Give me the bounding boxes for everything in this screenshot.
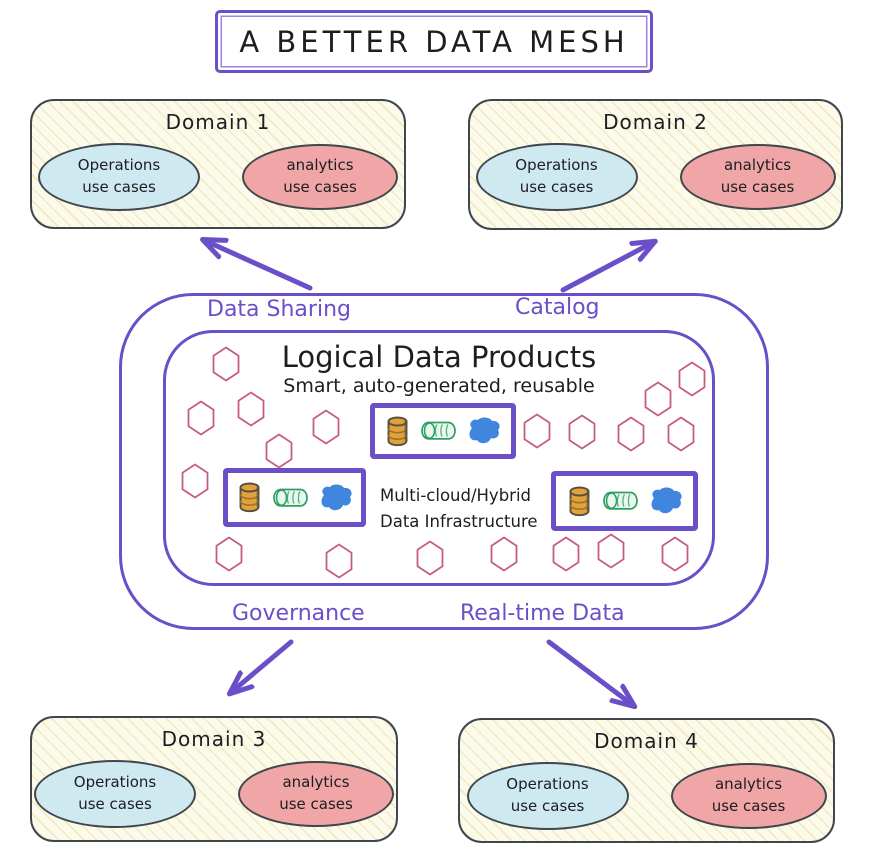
files-icon [420, 419, 457, 443]
domain-3-body: Operations use cases analytics use cases [32, 760, 396, 828]
hexagon-icon [186, 400, 216, 436]
hexagon-icon [489, 536, 519, 572]
operations-label-line1: Operations [73, 773, 157, 792]
hexagon-icon [551, 536, 581, 572]
blob-icon [466, 416, 502, 446]
arrow-to-domain-4 [546, 639, 630, 703]
diagram-title-box: A BETTER DATA MESH [215, 10, 653, 73]
hexagon-icon [567, 414, 597, 450]
analytics-use-cases-ellipse: analytics use cases [238, 761, 394, 827]
files-icon [602, 489, 639, 513]
hexagon-icon [324, 543, 354, 579]
analytics-label-line2: use cases [711, 797, 786, 815]
analytics-label-line2: use cases [720, 178, 795, 196]
hexagon-icon [415, 540, 445, 576]
diagram-title: A BETTER DATA MESH [239, 24, 629, 59]
operations-label-line2: use cases [82, 178, 156, 196]
catalog-label: Catalog [515, 295, 600, 320]
domain-3-title: Domain 3 [161, 727, 267, 751]
domain-1-card: Domain 1 Operations use cases analytics … [30, 99, 406, 229]
hexagon-icon [522, 413, 552, 449]
analytics-label-line1: analytics [286, 156, 354, 175]
domain-1-body: Operations use cases analytics use cases [32, 143, 404, 211]
hexagon-icon [660, 536, 690, 572]
operations-label-line2: use cases [510, 797, 585, 815]
logical-data-products-title: Logical Data Products [281, 340, 597, 374]
database-icon [566, 485, 593, 518]
operations-label-line2: use cases [519, 178, 594, 196]
analytics-use-cases-ellipse: analytics use cases [679, 144, 836, 210]
hexagon-icon [264, 433, 294, 469]
infrastructure-label: Multi-cloud/Hybrid Data Infrastructure [380, 483, 538, 534]
hexagon-icon [596, 533, 626, 569]
analytics-label-line1: analytics [723, 156, 792, 175]
domain-4-card: Domain 4 Operations use cases analytics … [458, 718, 835, 843]
operations-use-cases-ellipse: Operations use cases [38, 143, 200, 211]
domain-2-title: Domain 2 [603, 110, 708, 134]
files-icon [272, 486, 309, 510]
analytics-use-cases-ellipse: analytics use cases [242, 144, 398, 210]
arrow-to-domain-3 [234, 639, 294, 690]
analytics-use-cases-ellipse: analytics use cases [670, 763, 827, 829]
operations-label-line2: use cases [78, 795, 152, 813]
blob-icon [648, 486, 684, 516]
domain-2-card: Domain 2 Operations use cases analytics … [468, 99, 843, 230]
operations-use-cases-ellipse: Operations use cases [466, 762, 629, 830]
arrow-to-domain-1 [208, 242, 313, 291]
operations-label-line1: Operations [515, 156, 598, 175]
real-time-data-label: Real-time Data [460, 601, 625, 626]
arrow-to-domain-2 [560, 244, 650, 293]
infrastructure-label-line2: Data Infrastructure [380, 511, 538, 531]
governance-label: Governance [232, 601, 365, 626]
data-sharing-label: Data Sharing [207, 297, 351, 322]
hexagon-icon [616, 416, 646, 452]
domain-4-title: Domain 4 [594, 729, 699, 753]
operations-use-cases-ellipse: Operations use cases [475, 143, 638, 211]
analytics-label-line1: analytics [714, 775, 783, 794]
hexagon-icon [180, 463, 210, 499]
analytics-label-line2: use cases [279, 795, 353, 813]
product-box [551, 471, 698, 531]
domain-2-body: Operations use cases analytics use cases [470, 143, 841, 211]
domain-1-title: Domain 1 [165, 110, 271, 134]
product-box [223, 468, 366, 527]
mesh-platform-box: Data Sharing Catalog Governance Real-tim… [119, 293, 769, 630]
operations-label-line1: Operations [77, 156, 161, 175]
hexagon-icon [214, 536, 244, 572]
analytics-label-line1: analytics [282, 773, 350, 792]
database-icon [236, 481, 263, 514]
logical-data-products-box: Logical Data Products Smart, auto-genera… [163, 330, 715, 586]
operations-use-cases-ellipse: Operations use cases [34, 760, 196, 828]
infrastructure-label-line1: Multi-cloud/Hybrid [380, 486, 532, 505]
operations-label-line1: Operations [506, 775, 589, 794]
analytics-label-line2: use cases [283, 178, 357, 196]
database-icon [384, 415, 411, 448]
logical-data-products-subtitle: Smart, auto-generated, reusable [283, 375, 595, 397]
domain-3-card: Domain 3 Operations use cases analytics … [30, 716, 398, 842]
blob-icon [318, 483, 354, 513]
hexagon-icon [311, 409, 341, 445]
domain-4-body: Operations use cases analytics use cases [460, 762, 833, 830]
hexagon-icon [666, 416, 696, 452]
product-box [370, 403, 516, 459]
